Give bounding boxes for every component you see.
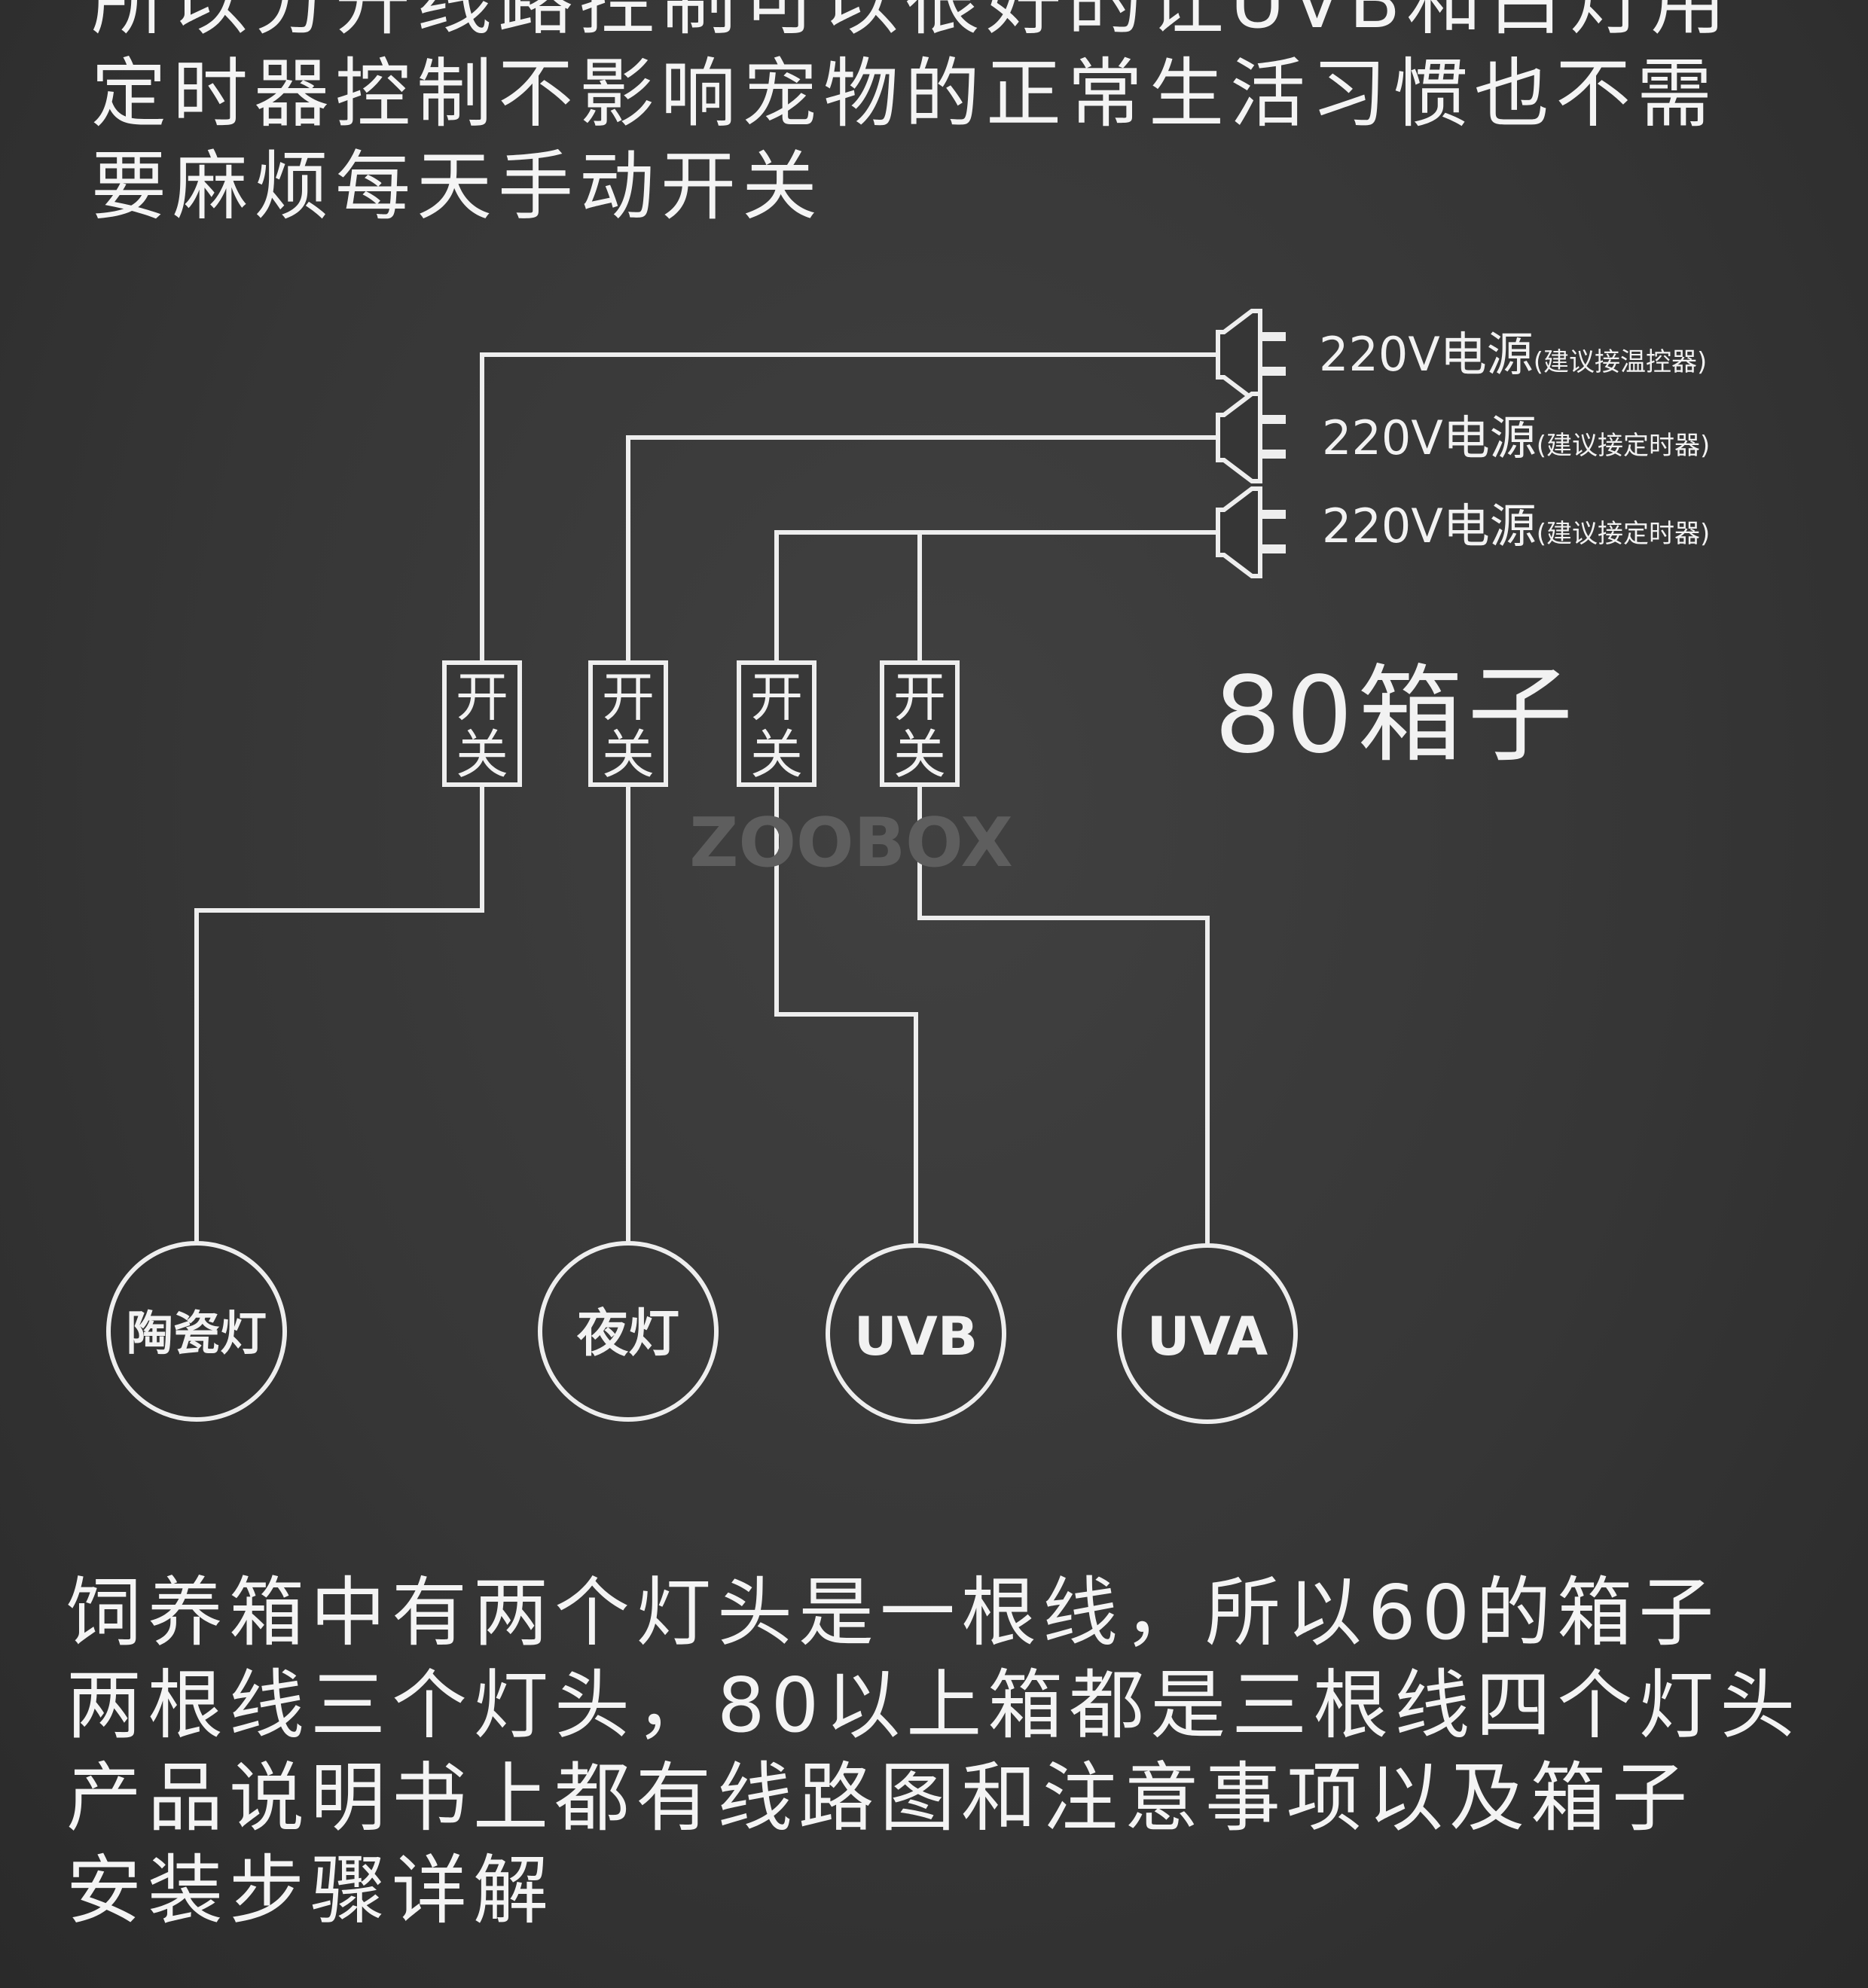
text-line: 两根线三个灯头，80以上箱都是三根线四个灯头: [66, 1661, 1802, 1749]
lamp-uvb: UVB: [826, 1243, 1006, 1424]
svg-text:开: 开: [602, 666, 655, 728]
svg-text:220V电源(建议接温控器): 220V电源(建议接温控器): [1319, 327, 1707, 382]
plug-icon: [1216, 392, 1286, 483]
lamp-uva: UVA: [1117, 1243, 1298, 1424]
svg-text:开: 开: [893, 666, 946, 728]
top-paragraph: 所以分开线路控制可以很好的让UVB和白灯用 定时器控制不影响宠物的正常生活习惯也…: [91, 0, 1732, 233]
wires: [194, 352, 1218, 1245]
power-source-label: 220V电源(建议接温控器) 220V电源(建议接定时器) 220V电源(建议接…: [1319, 327, 1710, 553]
svg-text:关: 关: [893, 724, 946, 785]
text-line: 产品说明书上都有线路图和注意事项以及箱子: [66, 1754, 1693, 1842]
svg-text:陶瓷灯: 陶瓷灯: [127, 1306, 267, 1361]
bottom-paragraph: 饲养箱中有两个灯头是一根线，所以60的箱子 两根线三个灯头，80以上箱都是三根线…: [66, 1566, 1801, 1937]
svg-text:关: 关: [602, 724, 655, 785]
svg-text:关: 关: [456, 724, 508, 785]
text-line: 安装步骤详解: [66, 1846, 554, 1935]
wire-1: [194, 352, 1218, 1242]
plug-icon: [1216, 486, 1286, 578]
watermark-logo: ZOOBOX: [689, 803, 1013, 883]
wire-3: [774, 530, 1218, 1245]
switch-box: 开 关: [588, 660, 668, 787]
lamp-ceramic: 陶瓷灯: [106, 1241, 287, 1422]
text-line: 所以分开线路控制可以很好的让UVB和白灯用: [91, 0, 1732, 45]
text-line: 要麻烦每天手动开关: [91, 142, 823, 230]
lamp-night: 夜灯: [538, 1241, 719, 1422]
switch-box: 开 关: [442, 660, 522, 787]
svg-text:开: 开: [750, 666, 803, 728]
switch-box: 开 关: [880, 660, 960, 787]
wire-2: [626, 435, 1218, 1242]
wire-3-branch: [917, 532, 1210, 1245]
svg-text:夜灯: 夜灯: [576, 1304, 679, 1364]
svg-text:关: 关: [750, 724, 803, 785]
svg-text:UVA: UVA: [1147, 1306, 1268, 1368]
text-line: 定时器控制不影响宠物的正常生活习惯也不需: [91, 50, 1718, 138]
switch-box: 开 关: [737, 660, 816, 787]
svg-text:UVB: UVB: [854, 1306, 978, 1368]
svg-text:开: 开: [456, 666, 508, 728]
svg-text:220V电源(建议接定时器): 220V电源(建议接定时器): [1322, 410, 1710, 465]
plug-icon: [1216, 309, 1286, 401]
box-size-label: 80箱子: [1214, 654, 1577, 777]
text-line: 饲养箱中有两个灯头是一根线，所以60的箱子: [66, 1569, 1720, 1657]
svg-text:220V电源(建议接定时器): 220V电源(建议接定时器): [1322, 499, 1710, 553]
